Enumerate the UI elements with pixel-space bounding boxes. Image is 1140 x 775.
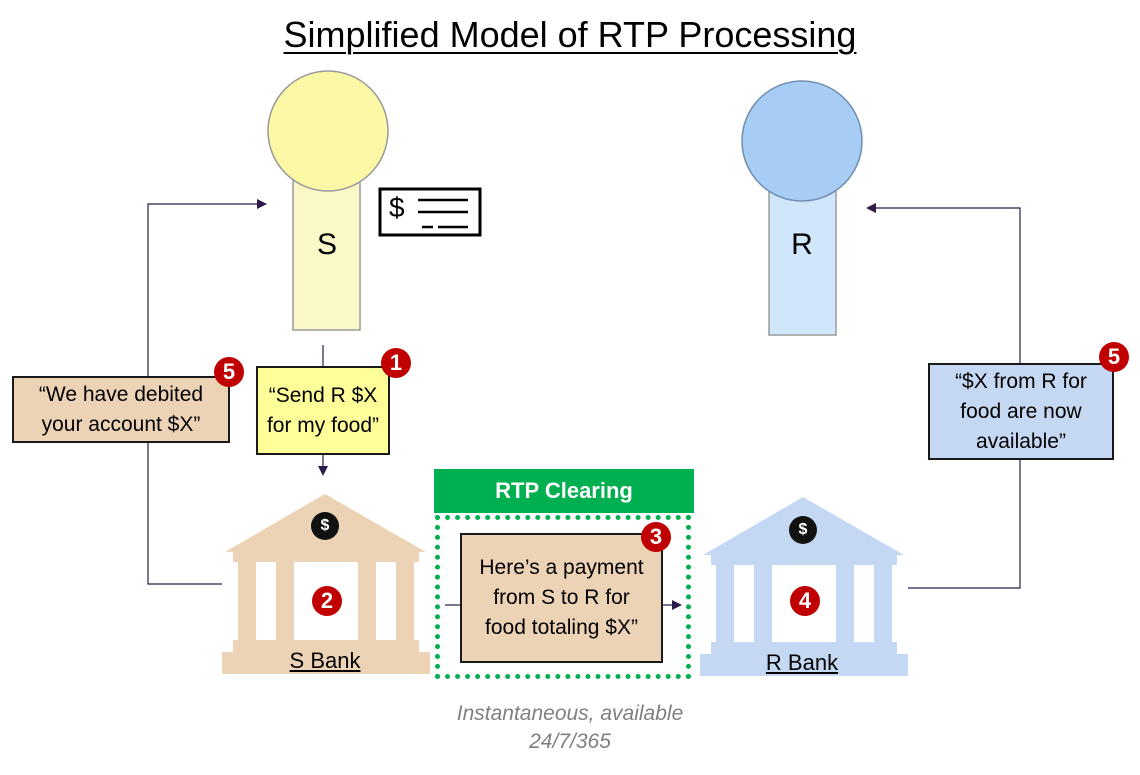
step3-text: Here’s a payment from S to R for food to…	[479, 556, 644, 639]
sender-label: S	[316, 228, 337, 261]
receiver-head	[741, 80, 863, 202]
step3-payment-box: Here’s a payment from S to R for food to…	[460, 533, 663, 663]
receiver-bank-coin-symbol: $	[798, 521, 808, 538]
rtp-clearing-frame	[435, 515, 691, 679]
check-dollar-symbol: $	[389, 192, 405, 223]
receiver-bank-coin-icon	[789, 516, 817, 544]
receiver-person	[741, 80, 863, 336]
step5-receiver-box: “$X from R for food are now available”	[928, 363, 1114, 460]
sender-person	[267, 70, 389, 331]
step5-sender-badge: 5	[214, 357, 244, 387]
step2-badge: 2	[312, 586, 342, 616]
step5-receiver-badge: 5	[1099, 342, 1129, 372]
step1-text: “Send R $X for my food”	[266, 383, 380, 437]
rtp-clearing-header: RTP Clearing	[434, 469, 694, 513]
sender-bank-label: S Bank	[289, 648, 361, 673]
step1-request-box: “Send R $X for my food”	[256, 366, 390, 455]
receiver-body	[768, 179, 837, 336]
step1-badge: 1	[381, 348, 411, 378]
sender-bank-coin-symbol: $	[320, 517, 330, 534]
step3-badge: 3	[641, 522, 671, 552]
sender-bank-coin-icon	[311, 512, 339, 540]
step5-receiver-text: “$X from R for food are now available”	[955, 369, 1087, 453]
check-icon	[378, 187, 482, 237]
sender-head	[267, 70, 389, 192]
sender-bank-building	[222, 494, 430, 674]
diagram-title: Simplified Model of RTP Processing	[283, 14, 857, 55]
receiver-label: R	[791, 228, 813, 261]
step5-sender-box: “We have debited your account $X”	[12, 376, 230, 443]
availability-note: Instantaneous, available 24/7/365	[456, 702, 684, 753]
sender-body	[292, 179, 361, 331]
receiver-bank-building	[700, 497, 908, 676]
receiver-bank-label: R Bank	[765, 650, 839, 675]
step4-badge: 4	[790, 586, 820, 616]
step5-sender-text: “We have debited your account $X”	[38, 382, 204, 436]
